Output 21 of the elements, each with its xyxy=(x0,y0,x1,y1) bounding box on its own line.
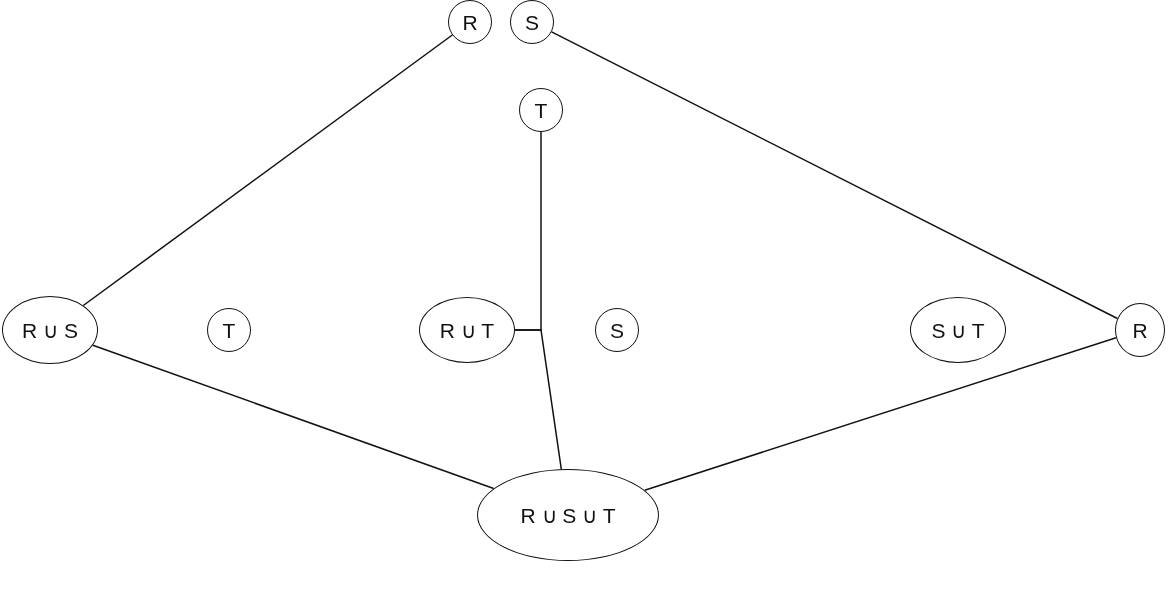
set-label: R ∪ S ∪ T xyxy=(520,504,616,526)
connector-line xyxy=(550,31,1119,320)
set-circle xyxy=(1115,303,1165,357)
set-label: R xyxy=(1132,319,1148,341)
set-label: R ∪ S xyxy=(22,319,78,341)
set-circle xyxy=(510,0,554,44)
set-circle xyxy=(519,88,563,132)
connector-line xyxy=(643,336,1117,491)
connector-line xyxy=(92,344,495,490)
set-label: T xyxy=(222,319,236,341)
connector-line xyxy=(82,34,454,307)
set-circle xyxy=(448,0,492,44)
set-label: S xyxy=(525,11,539,33)
set-label: T xyxy=(534,99,548,121)
connector-line xyxy=(514,329,563,470)
set-label: R ∪ T xyxy=(439,319,495,341)
set-circle xyxy=(595,308,639,352)
set-label: S xyxy=(610,319,624,341)
set-label: S ∪ T xyxy=(931,319,985,341)
set-label: R xyxy=(462,11,478,33)
set-circle xyxy=(207,308,251,352)
